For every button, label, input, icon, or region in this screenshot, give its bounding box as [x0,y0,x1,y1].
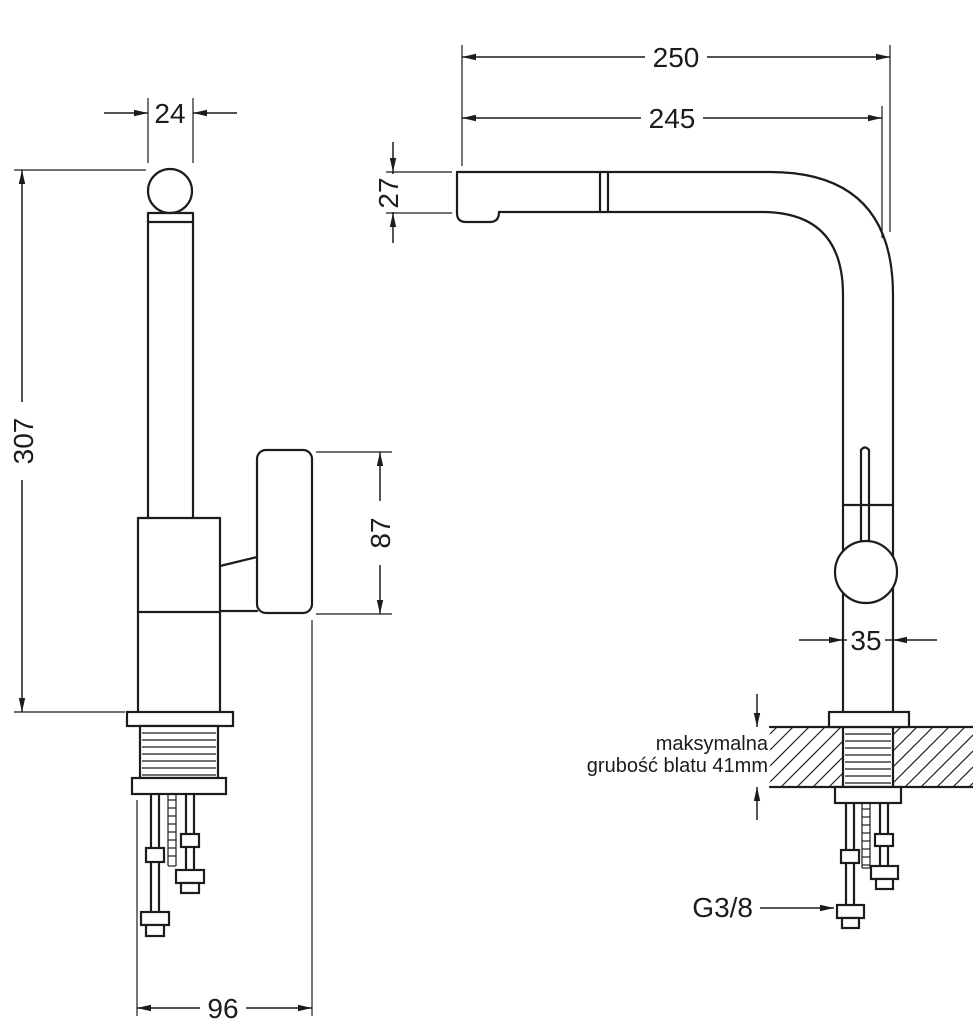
countertop-hatch [769,726,973,788]
hose-fitting [174,868,206,885]
dimension-307: 307 [8,169,146,713]
base-flange [827,710,911,729]
dim-35-label: 35 [850,625,881,656]
mixer-ball [833,539,899,605]
hose-fitting [139,910,171,927]
dimension-96: 96 [136,620,313,1024]
spray-head-tip [455,170,501,224]
dimension-24: 24 [104,98,237,163]
countertop-section [768,710,973,805]
front-view [455,170,973,930]
front-mounting-hardware [835,801,900,930]
base-flange [125,710,235,728]
countertop-note-line2: grubość blatu 41mm [587,755,768,777]
thread-size-label: G3/8 [692,892,753,923]
mounting-nut [833,785,903,805]
dim-87-label: 87 [365,517,396,548]
dimension-250: 250 [461,41,891,232]
dimension-245: 245 [462,102,883,238]
dimension-87: 87 [316,451,396,615]
dimension-35: 35 [799,625,937,656]
spout-top-cap [146,167,194,215]
side-faucet-body [136,167,314,714]
dimension-27: 27 [373,142,452,243]
dim-24-label: 24 [154,98,185,129]
threaded-shank [841,725,895,789]
countertop-thickness-note: maksymalna grubość blatu 41mm [587,694,769,820]
side-mounting-hardware [125,710,235,938]
dim-307-label: 307 [8,418,39,465]
thread-size-callout: G3/8 [692,892,834,923]
front-handle [833,446,899,605]
mounting-nut [130,776,228,796]
side-view [125,167,314,938]
dim-27-label: 27 [373,177,404,208]
countertop-note-line1: maksymalna [656,733,769,755]
dim-250-label: 250 [653,42,700,73]
hose-fitting [869,864,900,881]
front-spout-outline [455,170,895,714]
dim-96-label: 96 [207,993,238,1024]
dim-245-label: 245 [649,103,696,134]
hose-fitting [835,903,866,920]
side-handle-lever [255,448,314,615]
threaded-shank [138,724,220,780]
